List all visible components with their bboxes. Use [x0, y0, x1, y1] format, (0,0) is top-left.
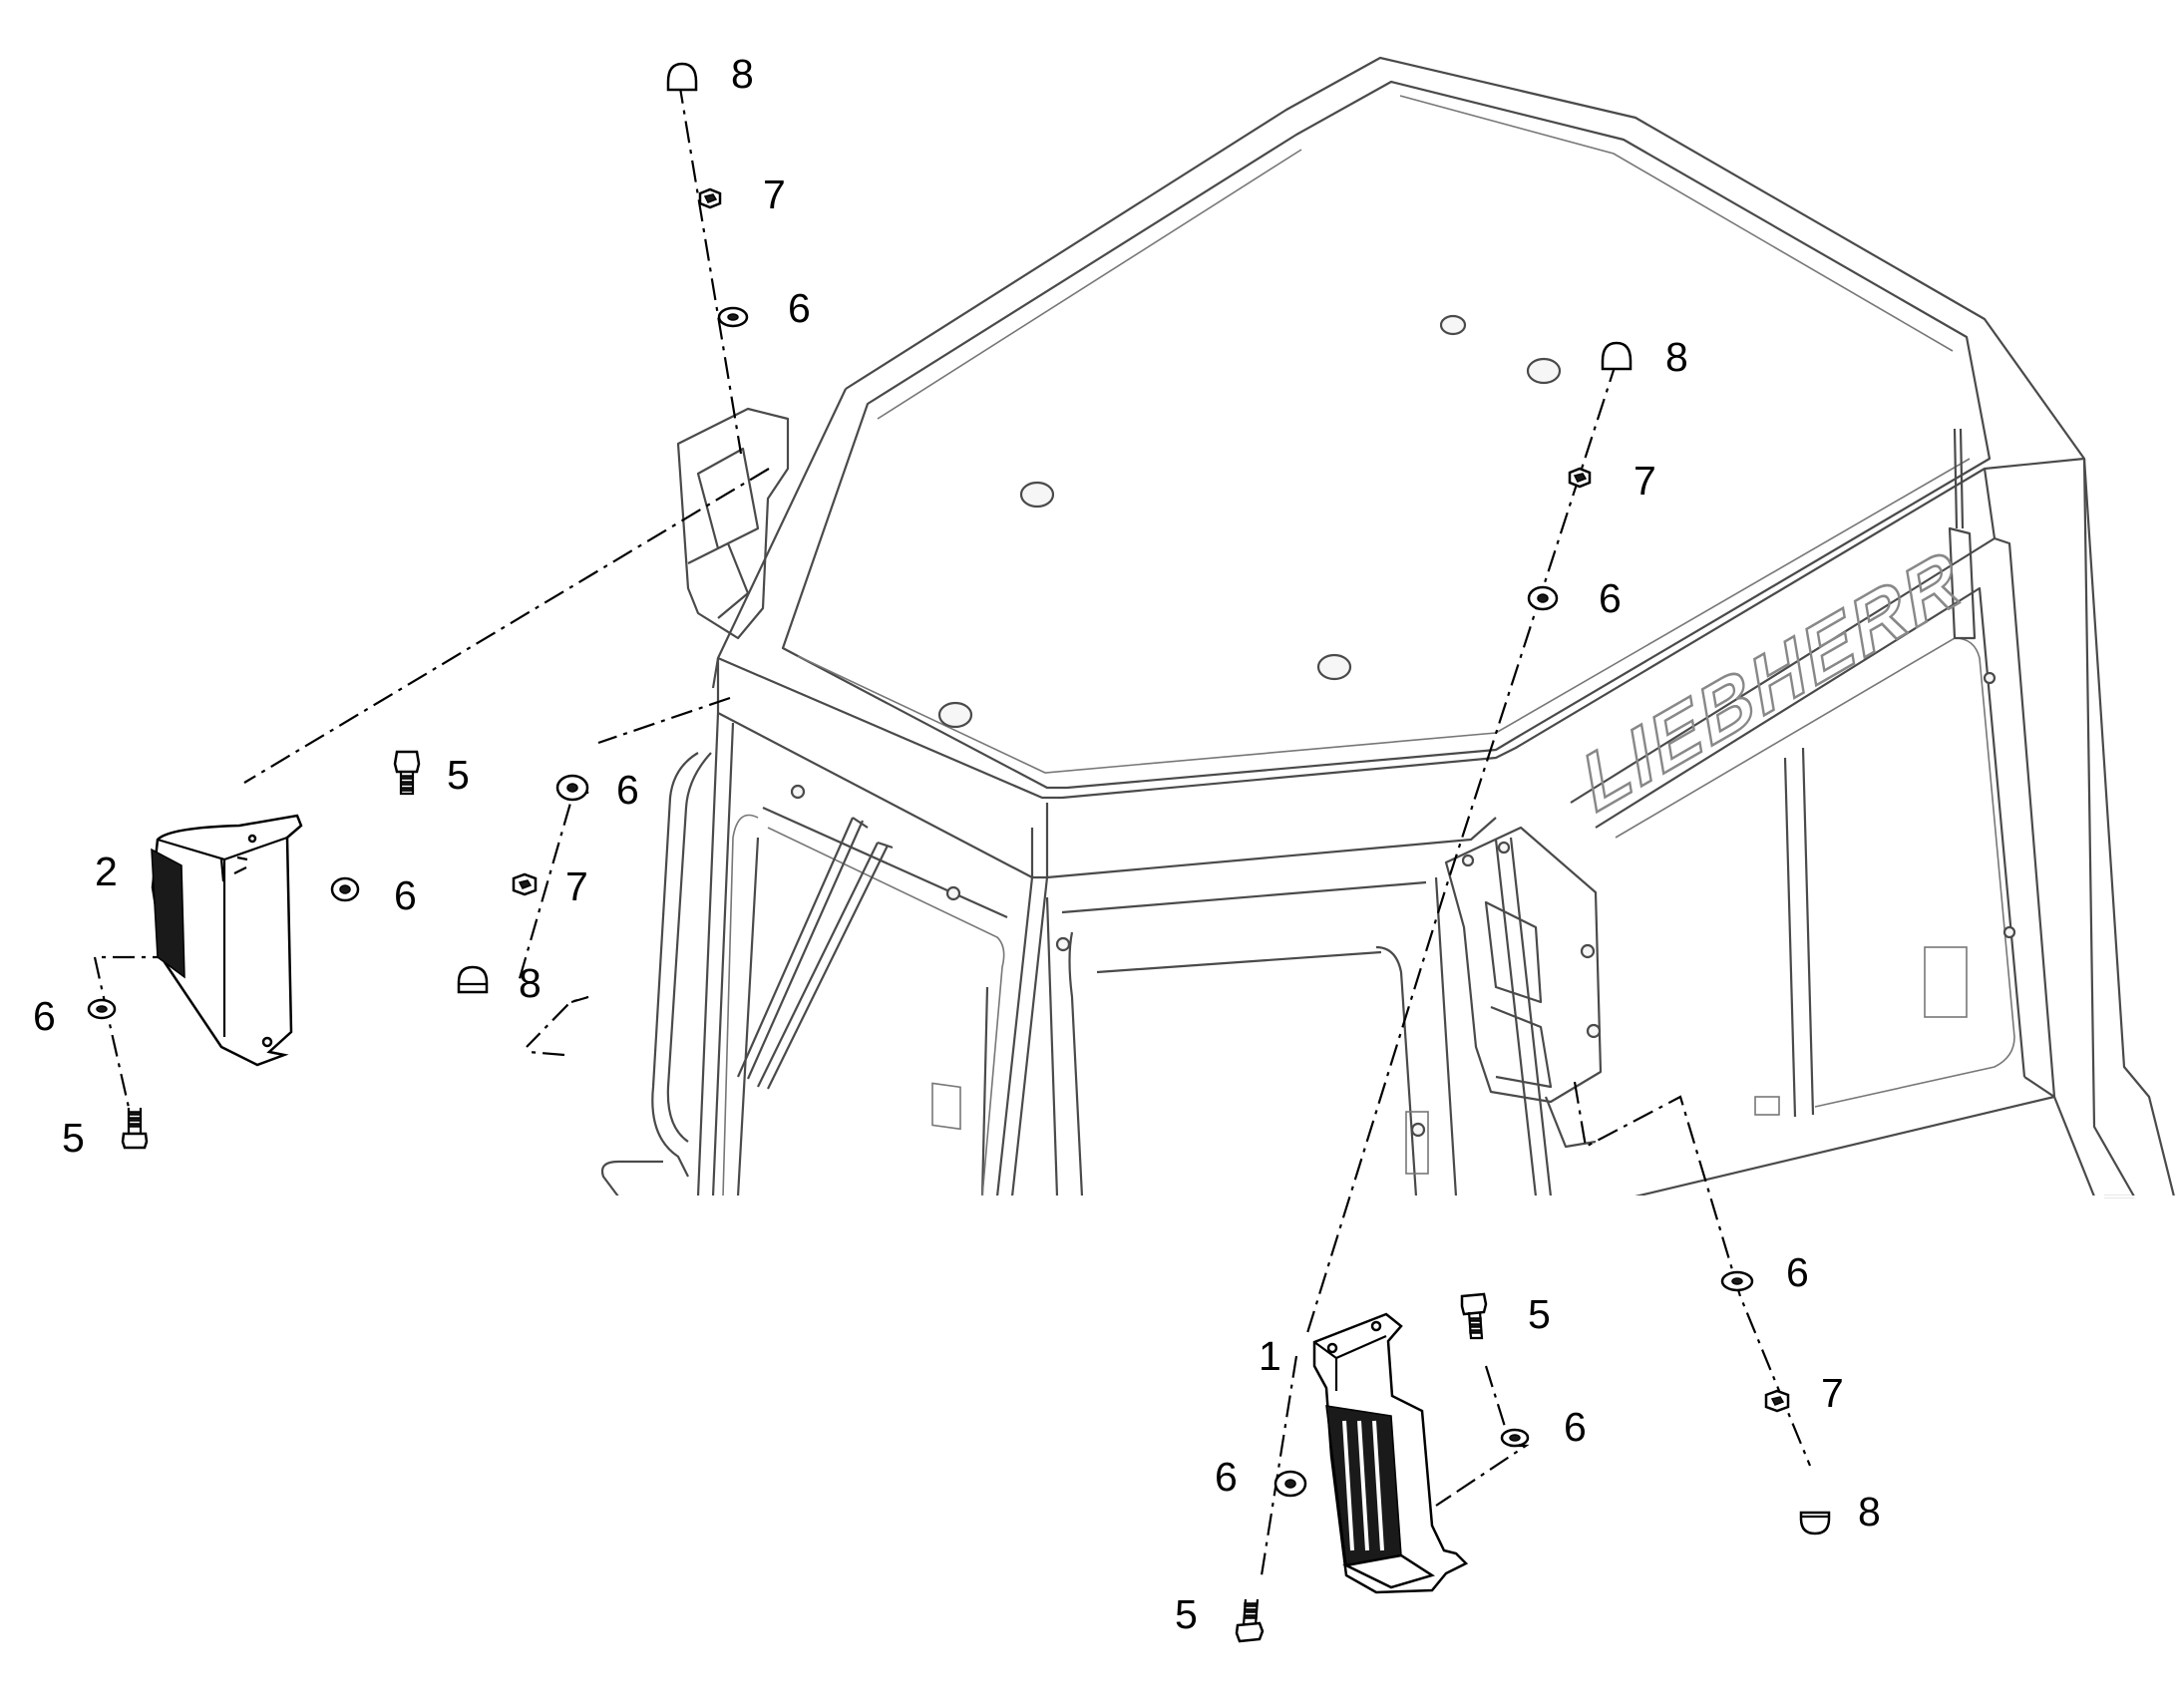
callout-labels: 8 7 6 8 7 6 2 5 6 6 5 6 7 8 1 5 6 6 5 6 …: [33, 51, 1881, 1637]
callout-1: 1: [1259, 1333, 1281, 1379]
callout-7: 7: [1634, 458, 1656, 504]
parts: [87, 62, 1831, 1643]
cab-left-handrail: [600, 752, 712, 1197]
callout-6: 6: [1599, 575, 1622, 621]
callout-6: 6: [394, 872, 417, 918]
cab-door-handle: [1405, 1111, 1429, 1175]
cab-roof-rim: [797, 95, 1971, 774]
callout-6: 6: [1786, 1249, 1809, 1295]
callout-8: 8: [1858, 1489, 1881, 1535]
cab-antenna: [1948, 428, 1977, 640]
right-mirror-bracket: [1444, 826, 1603, 1104]
cab-wiper-arms: [736, 817, 894, 1090]
bolt-icon: [1460, 1292, 1488, 1340]
cab-plate-left: [931, 1082, 961, 1131]
callout-7: 7: [763, 171, 786, 217]
acorn-nut-icon: [666, 62, 698, 92]
cab-roof-front-lip: [716, 658, 1497, 879]
acorn-nut-icon: [1601, 341, 1633, 371]
washer-icon: [1720, 1270, 1754, 1292]
left-mirror-bracket: [676, 407, 790, 640]
cab-bolts: [790, 671, 2016, 1138]
callout-7: 7: [1821, 1370, 1844, 1416]
callout-8: 8: [1665, 334, 1688, 380]
right-mirror-arm: [1544, 1096, 1597, 1149]
callout-6: 6: [616, 767, 639, 813]
washer-icon: [87, 998, 117, 1020]
callout-7: 7: [565, 863, 588, 909]
washer-icon: [1273, 1470, 1307, 1498]
left-mirror-cover: [151, 814, 303, 1067]
cab-plate-right: [1924, 946, 1968, 1018]
washer-icon: [330, 876, 360, 902]
cab-plate-small: [1754, 1096, 1780, 1116]
callout-6: 6: [1215, 1454, 1238, 1500]
callout-8: 8: [519, 960, 542, 1006]
leader-lines: [93, 81, 1812, 1576]
callout-5: 5: [447, 752, 470, 798]
callout-6: 6: [33, 993, 56, 1039]
roof-domes: [937, 314, 1562, 729]
bolt-icon: [393, 750, 421, 796]
washer-icon: [555, 774, 589, 802]
cab-left-side: [696, 712, 1049, 1197]
cab-roof-panel: [781, 80, 1992, 790]
acorn-nut-icon: [457, 965, 489, 994]
callout-5: 5: [1528, 1291, 1551, 1337]
callout-6: 6: [1564, 1404, 1587, 1450]
callout-5: 5: [62, 1115, 85, 1161]
right-mirror-cover: [1312, 1312, 1469, 1594]
callout-6: 6: [788, 285, 811, 331]
callout-2: 2: [95, 849, 118, 894]
bolt-icon: [121, 1108, 149, 1150]
hex-nut-icon: [512, 872, 538, 896]
operator-cab: LIEBHERR: [583, 56, 2180, 1198]
cab-rear-post: [1983, 458, 2176, 1197]
cab-left-window: [722, 814, 1005, 1197]
bolt-icon: [1235, 1598, 1265, 1643]
callout-8: 8: [731, 51, 754, 97]
washer-icon: [717, 306, 749, 328]
hex-nut-icon: [698, 187, 722, 209]
callout-5: 5: [1175, 1591, 1198, 1637]
washer-icon: [1500, 1428, 1530, 1448]
hex-nut-icon: [1764, 1389, 1790, 1413]
hex-nut-icon: [1568, 467, 1592, 489]
washer-icon: [1527, 585, 1559, 611]
cab-front-window: [1045, 876, 1458, 1197]
acorn-nut-icon: [1799, 1511, 1831, 1536]
